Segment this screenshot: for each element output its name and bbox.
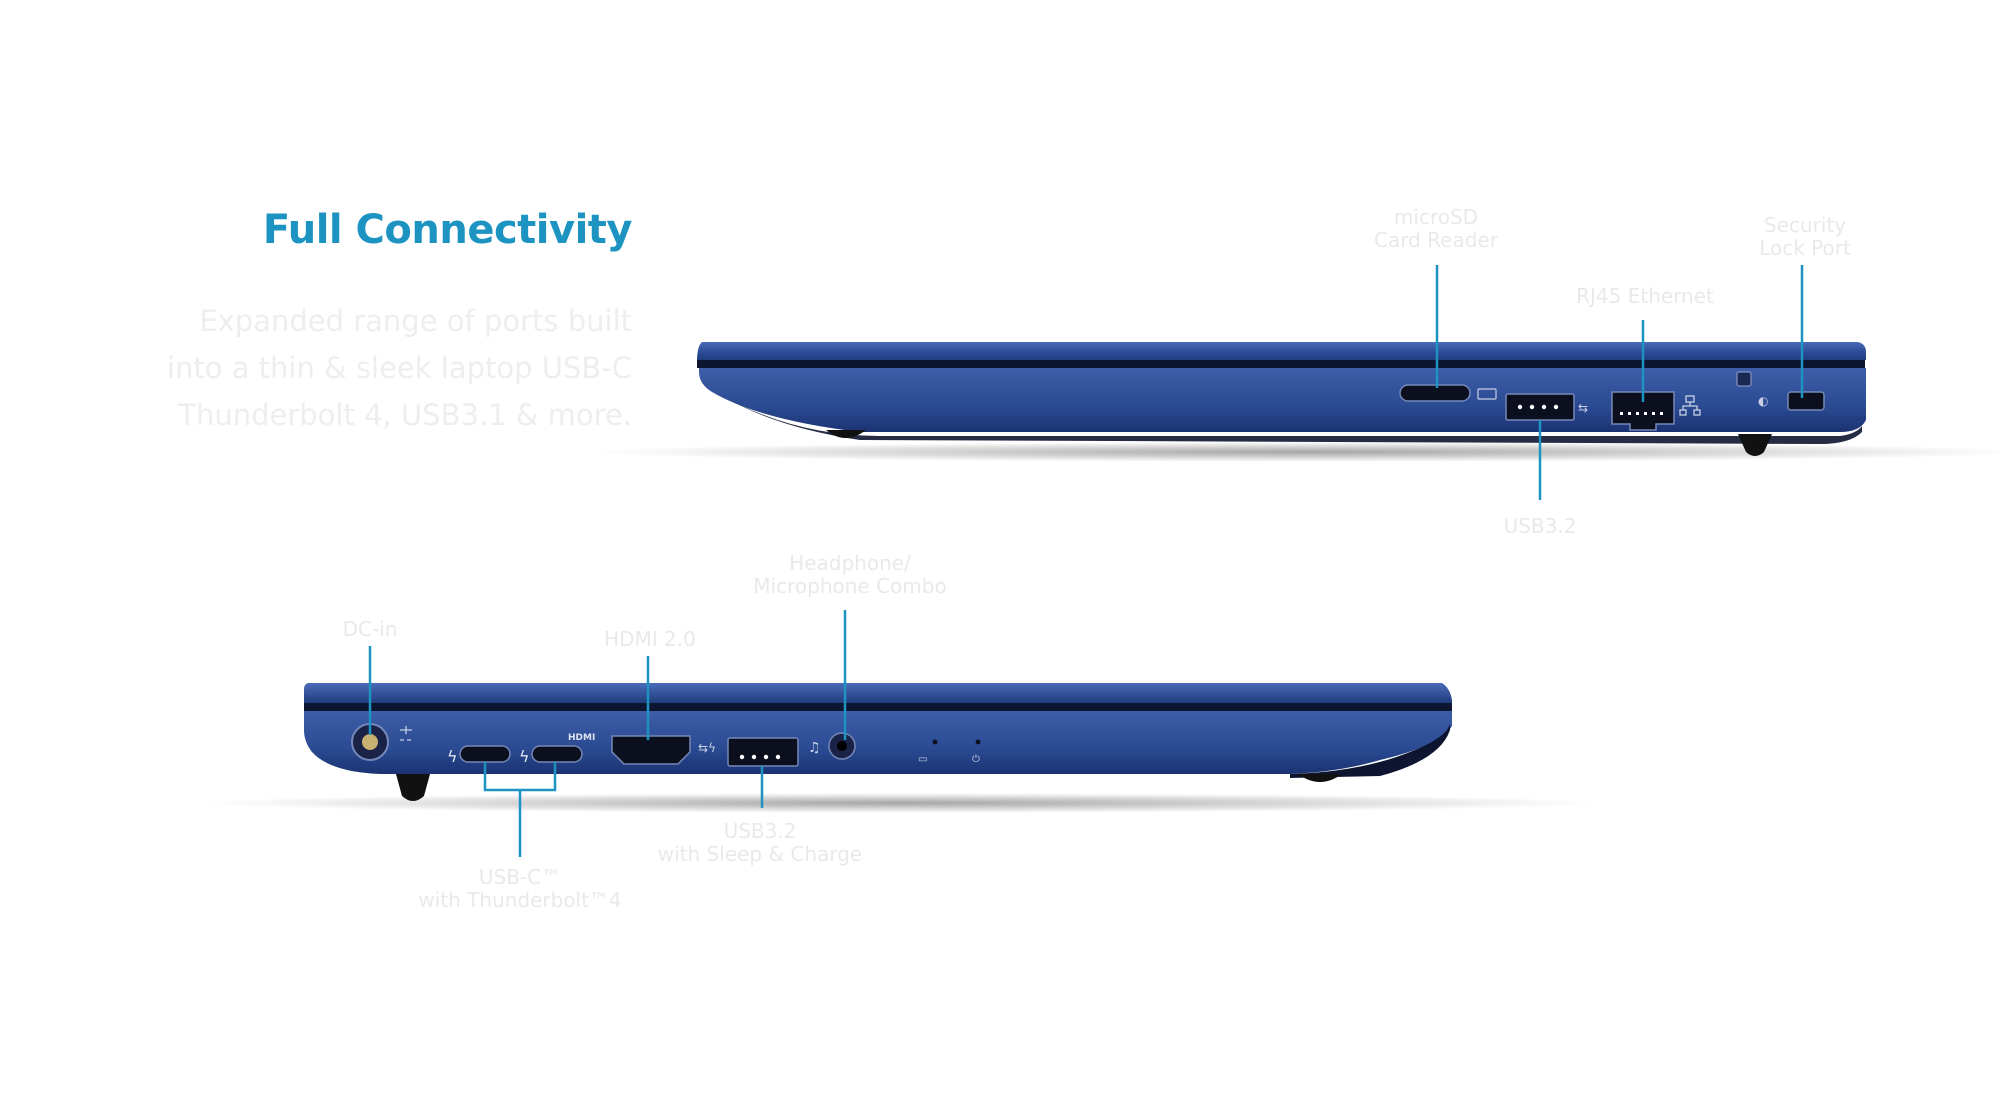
label-rj45: RJ45 Ethernet [1576, 284, 1714, 308]
lock-symbol-icon: ◐ [1758, 394, 1768, 408]
usb-pins-icon [1517, 404, 1559, 410]
floor-shadow [200, 793, 1600, 813]
microsd-symbol-icon [1477, 388, 1497, 400]
power-icon: ⏻ [972, 754, 980, 765]
rear-foot [1738, 434, 1772, 456]
label-microsd: microSD Card Reader [1374, 205, 1498, 252]
rj45-pins-icon [1620, 412, 1663, 415]
lid-seam [697, 360, 1865, 368]
rear-foot [396, 774, 430, 801]
rj45-port [1611, 391, 1675, 431]
front-foot [826, 430, 866, 438]
battery-status-icon: ▭ [918, 754, 927, 765]
power-led [975, 739, 981, 745]
label-usb32: USB3.2 [1503, 514, 1577, 538]
callout-lines-left [368, 610, 847, 857]
floor-shadow [590, 442, 2000, 462]
usb-c-port [531, 745, 583, 763]
feature-description: Expanded range of ports built into a thi… [166, 304, 632, 432]
security-lock-slot [1787, 391, 1825, 411]
thunderbolt-icon: ϟ [519, 747, 530, 766]
network-symbol-icon [1679, 395, 1701, 416]
label-usb-c-thunderbolt: USB-C™ with Thunderbolt™4 [418, 865, 622, 912]
lid-top [304, 683, 1452, 704]
label-security-lock: Security Lock Port [1759, 213, 1851, 260]
hdmi-port [611, 735, 691, 765]
status-led [932, 739, 938, 745]
label-dc-in: DC-in [342, 617, 398, 641]
microsd-slot-port [1399, 384, 1471, 402]
usb-pins-icon [739, 754, 781, 760]
dc-in-symbol-icon [400, 726, 412, 741]
lid-seam [304, 703, 1452, 711]
usb32-sleep-charge-port [727, 737, 799, 767]
feature-title: Full Connectivity [262, 207, 633, 253]
front-foot [1298, 774, 1342, 782]
usb-symbol-icon: ⇆ [1578, 401, 1588, 415]
lid-top [697, 342, 1866, 362]
hdmi-logo: HDMI [568, 733, 595, 743]
label-usb32-sleep-charge: USB3.2 with Sleep & Charge [657, 819, 863, 866]
chassis-underside [1290, 724, 1450, 778]
label-headphone: Headphone/ Microphone Combo [753, 551, 947, 598]
usb-c-port [459, 745, 511, 763]
label-hdmi: HDMI 2.0 [604, 627, 696, 651]
chassis-base [304, 711, 1452, 774]
usb-charge-symbol-icon: ⇆ϟ [698, 741, 716, 755]
dc-in-pin [362, 734, 378, 750]
thunderbolt-icon: ϟ [447, 747, 458, 766]
headphone-icon: ♫ [808, 740, 821, 756]
callout-lines-right [1435, 265, 1804, 500]
side-bump [1736, 371, 1752, 387]
